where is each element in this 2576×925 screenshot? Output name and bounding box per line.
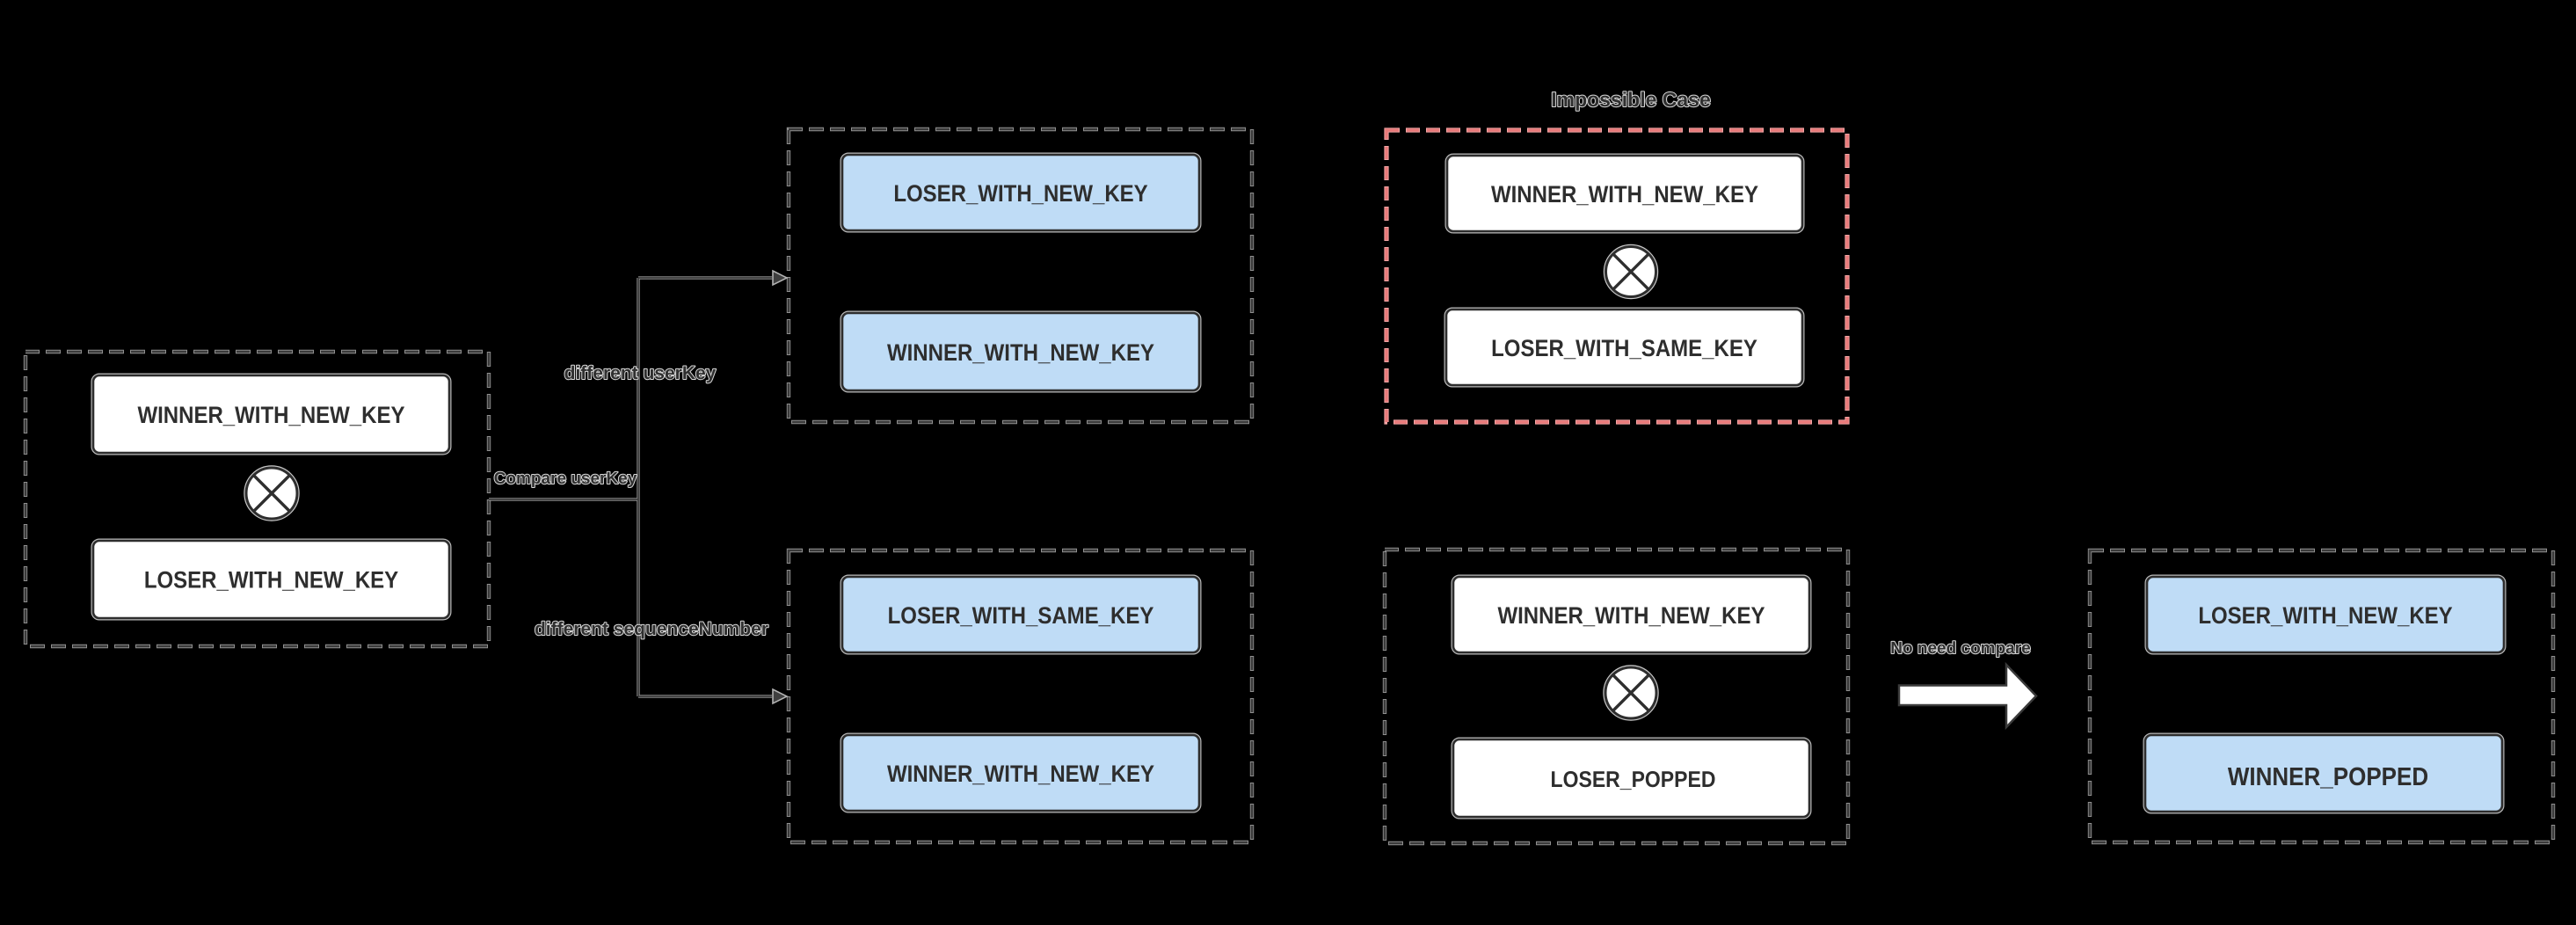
svg-text:LOSER_WITH_NEW_KEY: LOSER_WITH_NEW_KEY (144, 567, 398, 594)
svg-text:LOSER_WITH_SAME_KEY: LOSER_WITH_SAME_KEY (1491, 335, 1757, 361)
svg-text:Compare userKey: Compare userKey (494, 470, 637, 488)
svg-text:WINNER_WITH_NEW_KEY: WINNER_WITH_NEW_KEY (137, 402, 404, 428)
svg-text:different userKey: different userKey (564, 363, 717, 383)
svg-text:different sequenceNumber: different sequenceNumber (535, 619, 768, 639)
svg-text:WINNER_WITH_NEW_KEY: WINNER_WITH_NEW_KEY (887, 761, 1154, 787)
svg-text:No need compare: No need compare (1890, 639, 2030, 658)
svg-text:LOSER_POPPED: LOSER_POPPED (1551, 766, 1716, 791)
svg-text:LOSER_WITH_SAME_KEY: LOSER_WITH_SAME_KEY (888, 602, 1154, 629)
svg-text:WINNER_WITH_NEW_KEY: WINNER_WITH_NEW_KEY (1497, 602, 1765, 629)
svg-text:LOSER_WITH_NEW_KEY: LOSER_WITH_NEW_KEY (893, 180, 1147, 207)
svg-text:Impossible Case: Impossible Case (1551, 88, 1711, 111)
svg-text:WINNER_POPPED: WINNER_POPPED (2228, 761, 2428, 791)
svg-text:WINNER_WITH_NEW_KEY: WINNER_WITH_NEW_KEY (1491, 181, 1758, 208)
svg-text:WINNER_WITH_NEW_KEY: WINNER_WITH_NEW_KEY (887, 339, 1154, 366)
svg-text:LOSER_WITH_NEW_KEY: LOSER_WITH_NEW_KEY (2198, 602, 2452, 629)
